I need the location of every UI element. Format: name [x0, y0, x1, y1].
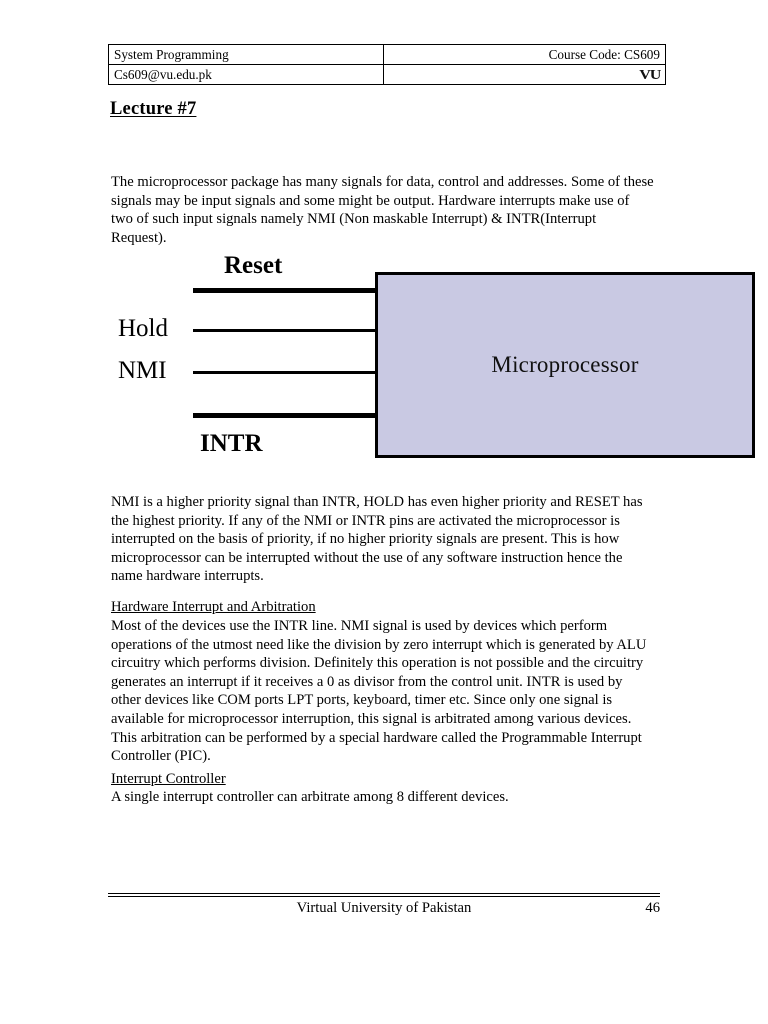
signal-line-nmi [193, 371, 379, 375]
signal-line-intr [193, 413, 379, 418]
section-body-interrupt-controller: A single interrupt controller can arbitr… [111, 789, 509, 805]
priority-paragraph: NMI is a higher priority signal than INT… [111, 494, 643, 585]
signal-line-reset [193, 288, 379, 293]
intro-paragraph: The microprocessor package has many sign… [111, 174, 654, 246]
section-heading-interrupt-controller: Interrupt Controller [111, 771, 226, 787]
signal-label-reset: Reset [224, 252, 283, 279]
footer-page-number: 46 [645, 900, 660, 916]
signal-line-hold [193, 329, 379, 333]
footer-institution: Virtual University of Pakistan [296, 900, 472, 916]
header-course-code: Course Code: CS609 [383, 44, 666, 65]
document-footer: Virtual University of Pakistan 46 [108, 898, 660, 918]
signal-label-nmi: NMI [118, 357, 167, 384]
section-body-hardware-interrupt: Most of the devices use the INTR line. N… [111, 618, 647, 765]
section-heading-hardware-interrupt: Hardware Interrupt and Arbitration [111, 599, 316, 615]
signal-label-intr: INTR [200, 430, 263, 457]
microprocessor-block: Microprocessor [375, 272, 755, 458]
microprocessor-block-label: Microprocessor [491, 352, 639, 377]
header-email: Cs609@vu.edu.pk [108, 64, 384, 85]
header-course-title: System Programming [108, 44, 384, 65]
vu-logo-icon: VU [639, 67, 661, 83]
footer-divider [108, 893, 660, 897]
signal-label-hold: Hold [118, 315, 168, 342]
document-header-table: System Programming Course Code: CS609 Cs… [108, 44, 666, 85]
header-logo-cell: VU [383, 64, 666, 85]
header-row-top: System Programming Course Code: CS609 [108, 44, 666, 65]
microprocessor-signal-diagram: Reset Hold NMI INTR Microprocessor [108, 250, 755, 475]
header-row-bottom: Cs609@vu.edu.pk VU [108, 64, 666, 85]
page-title: Lecture #7 [110, 99, 197, 119]
